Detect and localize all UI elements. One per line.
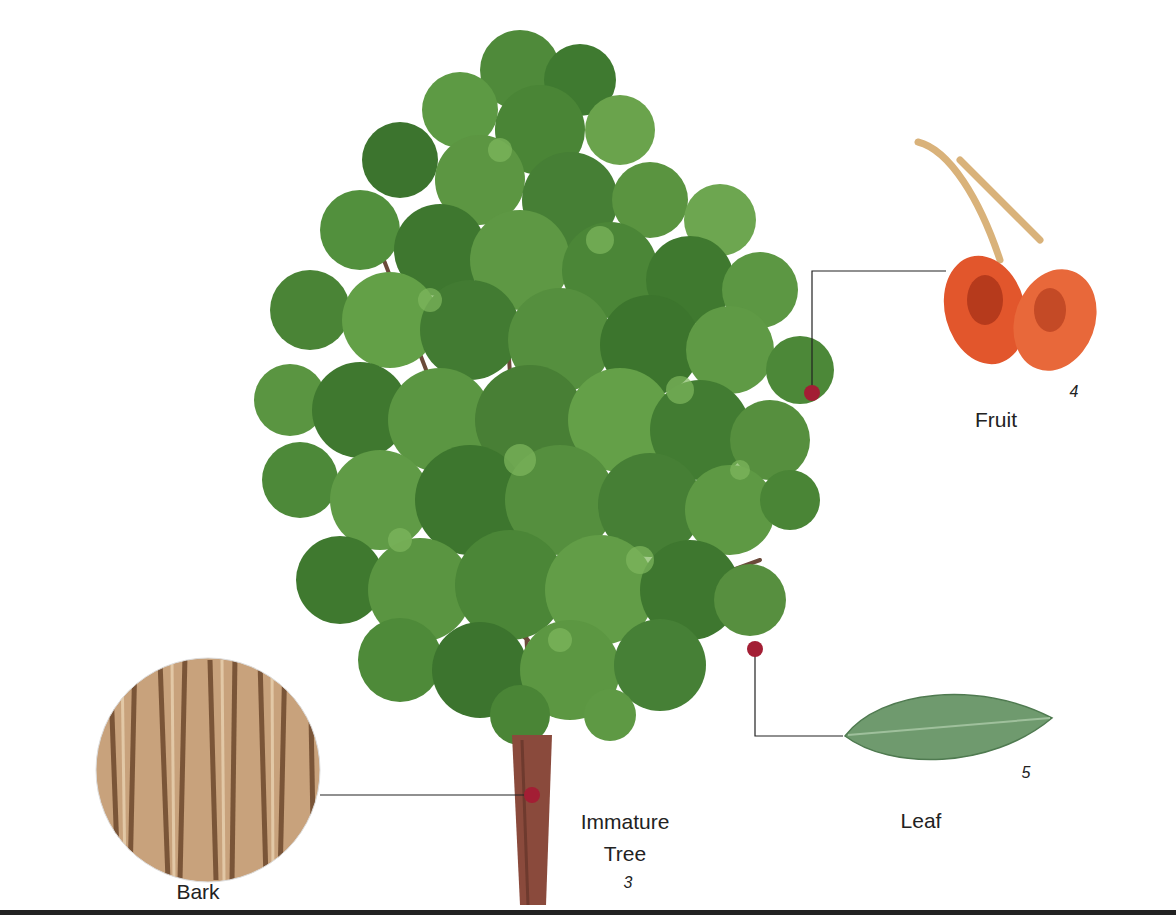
- part-label: Bark: [176, 876, 219, 908]
- callout-number: 5: [1022, 763, 1031, 783]
- callout-number: 3: [624, 873, 633, 893]
- part-label: Fruit: [975, 404, 1017, 436]
- part-label: Immature Tree: [570, 806, 680, 870]
- callout-number: 4: [1070, 382, 1079, 402]
- part-label: Leaf: [901, 805, 942, 837]
